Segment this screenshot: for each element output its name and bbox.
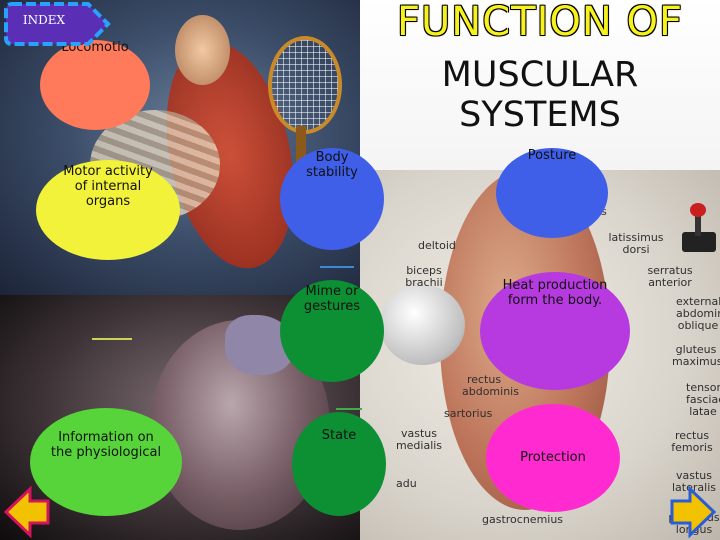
label-latissimus: latissimus dorsi — [608, 231, 664, 256]
label-biceps: biceps brachii — [405, 264, 443, 289]
joystick-ball — [690, 203, 706, 217]
label-adductor: adu — [396, 477, 417, 490]
label-sartorius: sartorius — [444, 407, 493, 420]
function-motor-activity-label: Motor activity of internal organs — [63, 164, 153, 209]
title-line-1: FUNCTION OF — [397, 0, 683, 45]
tennis-racket-icon — [268, 36, 342, 134]
title-subtitle: MUSCULAR SYSTEMS — [370, 55, 710, 135]
label-external-oblique: external abdominal oblique — [676, 295, 720, 332]
arrow-left-icon[interactable] — [2, 486, 52, 538]
volleyball-shape — [380, 285, 465, 365]
function-information-label: Information on the physiological — [50, 430, 162, 460]
label-deltoid: deltoid — [418, 239, 456, 252]
joystick-stick — [695, 210, 701, 236]
label-vastus-medialis: vastus medialis — [395, 427, 443, 452]
label-gluteus: gluteus maximus — [672, 343, 720, 368]
label-tensor: tensor fasciae latae — [686, 381, 720, 418]
function-body-stability[interactable]: Body stability — [280, 148, 384, 250]
title-line-3: SYSTEMS — [459, 95, 621, 135]
function-mime-label: Mime or gestures — [303, 284, 361, 314]
index-button-label: INDEX — [22, 13, 66, 27]
function-heat-production-label: Heat production form the body. — [502, 278, 608, 308]
function-information[interactable]: Information on the physiological — [30, 408, 182, 516]
label-serratus: serratus anterior — [647, 264, 693, 289]
index-button[interactable]: INDEX — [4, 2, 112, 46]
title-line-2: MUSCULAR — [441, 55, 639, 95]
label-gastrocnemius: gastrocnemius — [482, 513, 564, 526]
function-heat-production[interactable]: Heat production form the body. — [480, 272, 630, 390]
function-motor-activity[interactable]: Motor activity of internal organs — [36, 160, 180, 260]
connector-line — [336, 408, 362, 410]
function-protection-label: Protection — [520, 450, 586, 465]
label-rectus-abdominis: rectus abdominis — [462, 373, 519, 398]
head-shape — [175, 15, 230, 85]
function-protection[interactable]: Protection — [486, 404, 620, 512]
connector-line — [92, 338, 132, 340]
function-state-label: State — [321, 428, 357, 443]
connector-line — [320, 266, 354, 268]
function-state[interactable]: State — [292, 412, 386, 516]
title-panel — [360, 0, 720, 170]
label-vastus-lateralis: vastus lateralis — [672, 469, 716, 494]
function-mime[interactable]: Mime or gestures — [280, 280, 384, 382]
function-locomotion[interactable]: Locomotio — [40, 40, 150, 130]
rounded-tab-arrow-icon — [4, 2, 111, 46]
racket-handle — [296, 126, 306, 164]
joystick-icon — [682, 232, 716, 252]
function-body-stability-label: Body stability — [306, 150, 358, 180]
page-title: FUNCTION OF — [362, 2, 718, 42]
arrow-right-icon[interactable] — [668, 486, 718, 538]
function-posture-label: Posture — [527, 148, 577, 163]
label-rectus-femoris: rectus femoris — [671, 429, 713, 454]
function-posture[interactable]: Posture — [496, 148, 608, 238]
